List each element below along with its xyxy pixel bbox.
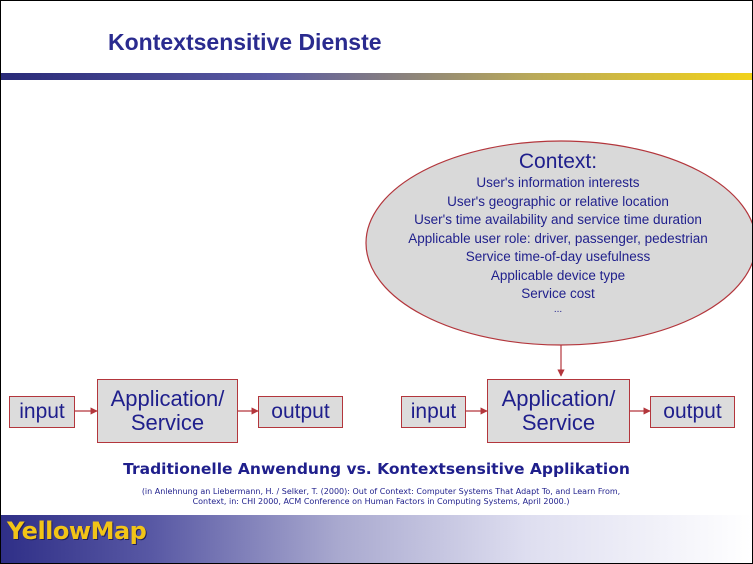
citation: (in Anlehnung an Liebermann, H. / Selker… (61, 487, 701, 506)
context-item: User's information interests (476, 175, 640, 190)
title-gradient-bar (11, 73, 752, 80)
context-text-block: Context: User's information interests Us… (362, 150, 752, 316)
title-bar-left (1, 73, 11, 80)
left-input-label: input (19, 400, 65, 423)
left-app-label-line1: Application/ (110, 386, 225, 411)
right-output-box: output (650, 396, 735, 428)
left-output-box: output (258, 396, 343, 428)
citation-line: (in Anlehnung an Liebermann, H. / Selker… (141, 487, 621, 496)
citation-line: Context, in: CHI 2000, ACM Conference on… (192, 496, 570, 506)
context-item: User's time availability and service tim… (414, 212, 702, 227)
context-heading: Context: (518, 150, 598, 173)
right-input-box: input (401, 396, 466, 428)
right-app-label-line1: Application/ (501, 386, 616, 411)
context-ellipsis: ... (553, 303, 563, 315)
left-app-label-line2: Service (130, 410, 205, 435)
context-item: Service cost (521, 286, 595, 301)
right-app-label-line2: Service (521, 410, 596, 435)
context-item: Applicable device type (490, 267, 626, 283)
diagram-caption: Traditionelle Anwendung vs. Kontextsensi… (123, 460, 630, 478)
right-input-label: input (410, 400, 457, 423)
context-item: Service time-of-day usefulness (465, 249, 651, 264)
context-item: User's geographic or relative location (447, 193, 669, 209)
left-input-box: input (9, 396, 75, 428)
left-output-label: output (271, 400, 330, 423)
footer-gradient-band (1, 515, 752, 563)
slide-title: Kontextsensitive Dienste (108, 29, 382, 55)
context-item: Applicable user role: driver, passenger,… (408, 230, 708, 246)
right-output-label: output (663, 400, 722, 423)
right-application-box: Application/ Service (487, 379, 630, 443)
yellowmap-logo: YellowMap (7, 517, 147, 545)
left-application-box: Application/ Service (97, 379, 238, 443)
